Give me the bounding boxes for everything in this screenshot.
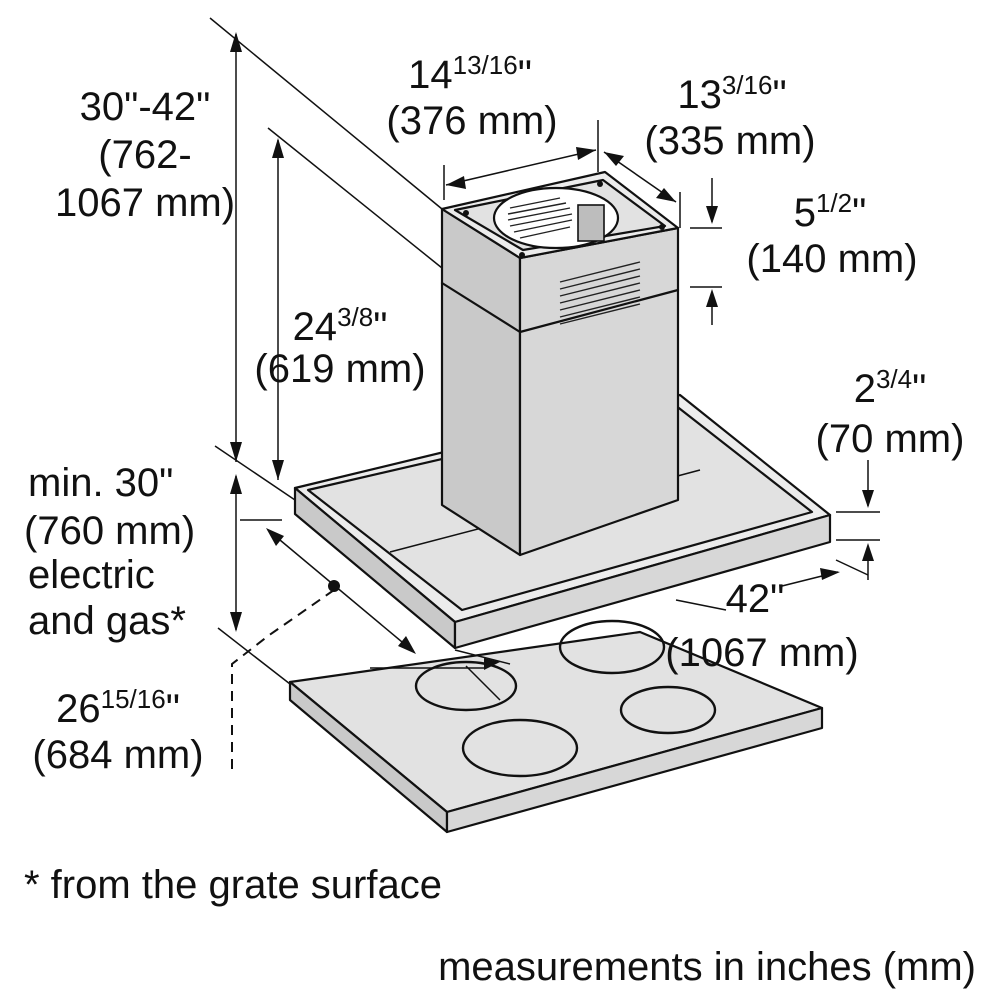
canopy-thickness-frac: 3/4 — [876, 364, 912, 394]
chimney-depth-mm: (335 mm) — [644, 119, 815, 163]
label-chimney-height: 243/8" (619 mm) — [254, 302, 425, 391]
overall-height-line3: 1067 mm) — [55, 181, 235, 225]
collar-height-whole: 5 — [794, 191, 816, 235]
vent-grille-side — [559, 261, 641, 325]
label-canopy-depth: 2615/16" (684 mm) — [32, 684, 203, 777]
damper — [577, 204, 605, 242]
chimney-width-unit: " — [518, 53, 532, 97]
fan-grille-top — [507, 197, 573, 239]
chimney-height-unit: " — [373, 305, 387, 349]
canopy-front-face — [453, 513, 832, 650]
chimney-left-face — [440, 207, 522, 557]
label-chimney-width: 1413/16" (376 mm) — [386, 50, 557, 143]
burner-front-right — [619, 685, 717, 735]
svg-text:2615/16": 2615/16" — [56, 684, 180, 731]
label-chimney-depth: 133/16" (335 mm) — [644, 70, 815, 163]
chimney-depth-unit: " — [772, 73, 786, 117]
chimney-height-mm: (619 mm) — [254, 347, 425, 391]
canopy-thickness-mm: (70 mm) — [816, 417, 965, 461]
burner-back-left — [414, 660, 518, 712]
cooktop — [288, 619, 824, 834]
dimension-lines — [209, 17, 880, 770]
mounting-height-line2: (760 mm) — [24, 509, 195, 553]
overall-height-line1: 30"-42" — [80, 85, 211, 129]
canopy-depth-frac: 15/16 — [101, 684, 166, 714]
chimney-depth-frac: 3/16 — [722, 70, 773, 100]
canopy-width-mm: (1067 mm) — [665, 631, 858, 675]
hood-chimney — [440, 170, 680, 557]
footnote: * from the grate surface — [24, 863, 442, 907]
burner-back-right — [558, 619, 666, 675]
svg-text:51/2": 51/2" — [794, 188, 867, 235]
canopy-depth-mm: (684 mm) — [32, 733, 203, 777]
dimension-labels: 30"-42" (762- 1067 mm) 243/8" (619 mm) 1… — [24, 50, 964, 777]
units-note: measurements in inches (mm) — [438, 945, 976, 989]
chimney-width-mm: (376 mm) — [386, 99, 557, 143]
chimney-height-whole: 24 — [293, 305, 338, 349]
collar-height-mm: (140 mm) — [746, 237, 917, 281]
chimney-depth-whole: 13 — [677, 73, 722, 117]
svg-text:243/8": 243/8" — [293, 302, 388, 349]
canopy-thickness-unit: " — [912, 367, 926, 411]
cooktop-front-edge — [445, 706, 824, 834]
chimney-height-frac: 3/8 — [337, 302, 373, 332]
svg-text:1413/16": 1413/16" — [408, 50, 532, 97]
label-canopy-thickness: 23/4" (70 mm) — [816, 364, 965, 461]
label-canopy-width: 42" (1067 mm) — [665, 577, 858, 675]
mounting-height-line1: min. 30" — [28, 461, 173, 505]
canopy-depth-whole: 26 — [56, 687, 101, 731]
canopy-depth-unit: " — [166, 687, 180, 731]
label-collar-height: 51/2" (140 mm) — [746, 188, 917, 281]
svg-text:23/4": 23/4" — [854, 364, 927, 411]
svg-text:133/16": 133/16" — [677, 70, 786, 117]
mounting-height-line3: electric — [28, 553, 155, 597]
canopy-thickness-whole: 2 — [854, 367, 876, 411]
chimney-width-whole: 14 — [408, 53, 453, 97]
collar-height-unit: " — [852, 191, 866, 235]
overall-height-line2: (762- — [98, 133, 191, 177]
burner-front-left — [461, 718, 579, 778]
mounting-height-line4: and gas* — [28, 599, 186, 643]
collar-height-frac: 1/2 — [816, 188, 852, 218]
canopy-width-inch: 42" — [726, 577, 785, 621]
label-overall-height: 30"-42" (762- 1067 mm) — [55, 85, 235, 225]
chimney-width-frac: 13/16 — [453, 50, 518, 80]
chimney-front-face — [518, 226, 680, 557]
label-mounting-height: min. 30" (760 mm) electric and gas* — [24, 461, 195, 643]
